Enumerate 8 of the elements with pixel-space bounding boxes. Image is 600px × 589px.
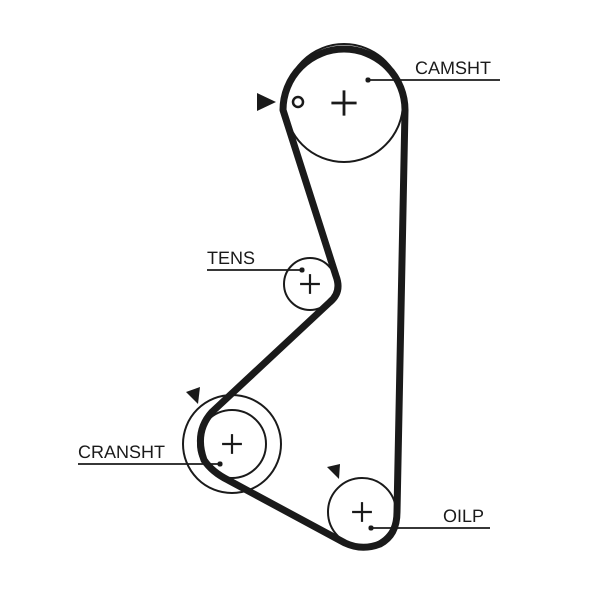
part-label: CRANSHT xyxy=(78,442,166,462)
part-label: CAMSHT xyxy=(415,58,491,78)
leader-line xyxy=(207,267,305,273)
part-label: OILP xyxy=(443,506,484,526)
leader-line xyxy=(368,525,490,531)
leader-line xyxy=(365,77,500,83)
leader-line xyxy=(78,461,223,467)
part-label: TENS xyxy=(207,248,256,268)
